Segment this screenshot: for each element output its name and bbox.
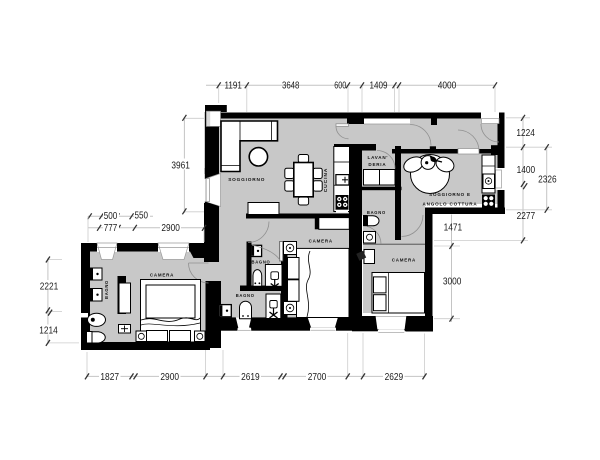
- svg-text:2700: 2700: [308, 372, 327, 383]
- svg-text:3000: 3000: [443, 277, 462, 288]
- svg-text:1191: 1191: [225, 80, 243, 91]
- svg-text:2277: 2277: [517, 211, 536, 222]
- svg-text:500: 500: [104, 211, 118, 222]
- svg-text:CUCINA: CUCINA: [323, 168, 329, 193]
- svg-text:CAMERA: CAMERA: [392, 257, 416, 263]
- svg-text:2619: 2619: [241, 372, 260, 383]
- svg-text:BAGNO: BAGNO: [367, 210, 386, 216]
- svg-text:600: 600: [334, 80, 346, 91]
- svg-text:550: 550: [135, 210, 149, 221]
- svg-text:2326: 2326: [538, 174, 557, 185]
- svg-text:BAGNO: BAGNO: [252, 260, 271, 266]
- svg-text:1471: 1471: [444, 222, 463, 233]
- svg-text:BAGNO: BAGNO: [104, 280, 110, 299]
- svg-text:ANGOLO COTTURA: ANGOLO COTTURA: [423, 202, 478, 208]
- svg-text:1214: 1214: [39, 326, 58, 337]
- svg-text:1409: 1409: [370, 80, 388, 91]
- svg-text:1827: 1827: [100, 372, 119, 383]
- svg-text:SOGGIORNO: SOGGIORNO: [228, 177, 265, 183]
- svg-text:1400: 1400: [517, 165, 536, 176]
- svg-text:2629: 2629: [385, 372, 404, 383]
- svg-text:2900: 2900: [160, 372, 179, 383]
- svg-text:3961: 3961: [171, 160, 190, 171]
- svg-text:LAVAN': LAVAN': [368, 155, 389, 161]
- svg-text:1224: 1224: [516, 128, 535, 139]
- svg-text:SOGGIORNO E: SOGGIORNO E: [429, 192, 471, 198]
- svg-text:4000: 4000: [438, 80, 457, 91]
- svg-text:CAMERA: CAMERA: [150, 272, 174, 278]
- svg-text:DERIA: DERIA: [368, 162, 386, 168]
- svg-text:BAGNO: BAGNO: [236, 293, 255, 299]
- svg-text:2221: 2221: [40, 281, 59, 292]
- svg-text:2900: 2900: [161, 223, 180, 234]
- svg-text:3648: 3648: [282, 80, 300, 91]
- svg-text:CAMERA: CAMERA: [309, 238, 333, 244]
- svg-text:777: 777: [104, 223, 118, 234]
